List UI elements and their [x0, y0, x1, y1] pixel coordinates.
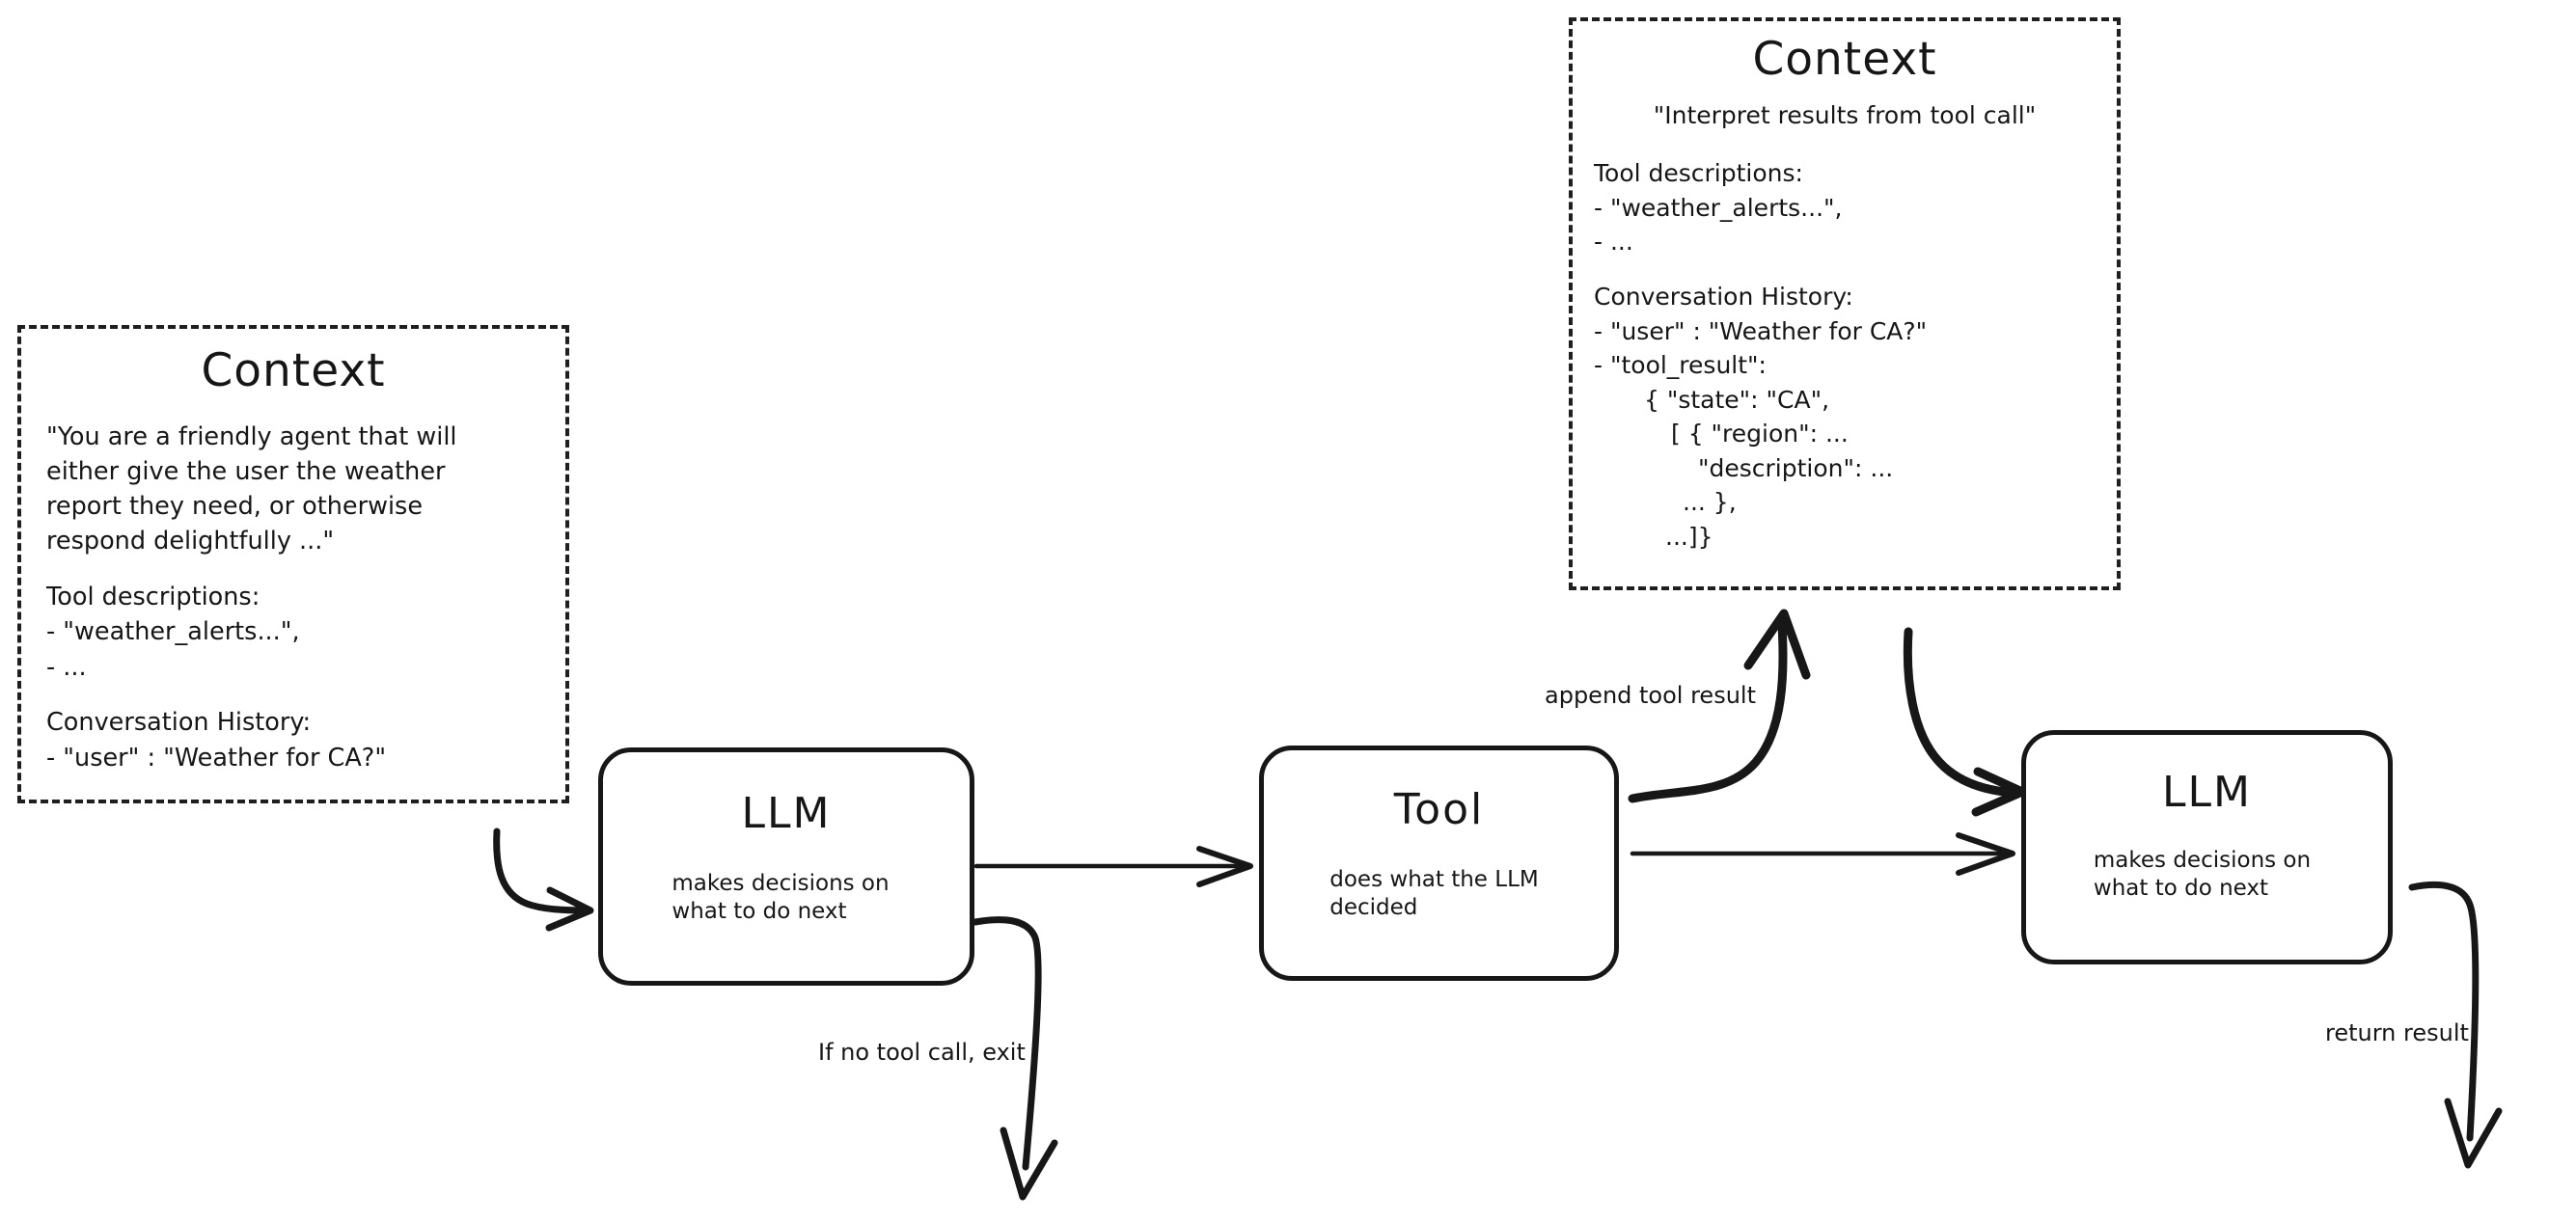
node-llm-second-title: LLM [2162, 768, 2252, 817]
node-llm-first-title: LLM [741, 789, 832, 838]
spacer [46, 559, 540, 581]
context-right-tool-item: - "weather_alerts...", [1594, 193, 1843, 222]
context-left-title: Context [201, 344, 386, 397]
context-left-conversation-item: - "user" : "Weather for CA?" [46, 743, 387, 773]
context-box-right: Context "Interpret results from tool cal… [1569, 17, 2121, 590]
node-tool-subtitle: does what the LLM decided [1329, 867, 1539, 921]
edge-label-exit: If no tool call, exit [818, 1039, 1026, 1066]
context-left-tools-heading: Tool descriptions: [46, 583, 260, 612]
context-left-tool-item: - "weather_alerts...", [46, 617, 300, 647]
node-llm-second-subtitle: makes decisions on what to do next [2093, 848, 2312, 902]
edge-context-to-llm [493, 828, 594, 932]
node-llm-second[interactable]: LLM makes decisions on what to do next [2021, 730, 2393, 964]
context-right-tool-result-line: [ { "region": ... [1671, 420, 1849, 448]
edge-context-to-llm2 [1903, 627, 2027, 817]
edge-return-result [2408, 882, 2503, 1169]
context-right-system-prompt: "Interpret results from tool call" [1653, 100, 2037, 129]
node-tool[interactable]: Tool does what the LLM decided [1259, 746, 1619, 981]
context-right-tool-result-line: ... }, [1683, 488, 1737, 517]
context-right-tool-result-line: ...]} [1665, 522, 1713, 551]
context-right-conversation-heading: Conversation History: [1594, 283, 1853, 312]
node-llm-first-subtitle: makes decisions on what to do next [671, 871, 890, 925]
context-right-tools-heading: Tool descriptions: [1594, 159, 1803, 188]
edge-label-return-result: return result [2325, 1019, 2469, 1046]
context-right-title: Context [1752, 33, 1937, 86]
context-right-body: "Interpret results from tool call" Tool … [1594, 98, 2096, 555]
edge-append-tool-result [1628, 609, 1811, 803]
node-tool-title: Tool [1393, 785, 1485, 834]
context-right-tool-item: - ... [1594, 228, 1633, 257]
node-llm-first[interactable]: LLM makes decisions on what to do next [598, 747, 974, 986]
context-left-system-prompt: "You are a friendly agent that will eith… [46, 421, 457, 556]
edge-llm-to-tool [973, 846, 1253, 887]
context-right-tool-result-line: { "state": "CA", [1644, 385, 1830, 414]
edge-exit [972, 916, 1058, 1201]
edge-tool-to-llm2 [1630, 832, 2015, 876]
context-left-conversation-heading: Conversation History: [46, 708, 312, 738]
spacer [1594, 136, 2096, 156]
context-left-tool-item: - ... [46, 652, 87, 682]
spacer [1594, 259, 2096, 280]
spacer [46, 685, 540, 706]
context-right-tool-result-line: "description": ... [1698, 453, 1894, 482]
context-right-conversation-item: - "user" : "Weather for CA?" [1594, 316, 1928, 345]
context-left-body: "You are a friendly agent that will eith… [46, 420, 540, 775]
edge-label-append-tool-result: append tool result [1545, 682, 1756, 709]
context-box-left: Context "You are a friendly agent that w… [17, 325, 569, 803]
context-right-conversation-item: - "tool_result": [1594, 351, 1767, 380]
